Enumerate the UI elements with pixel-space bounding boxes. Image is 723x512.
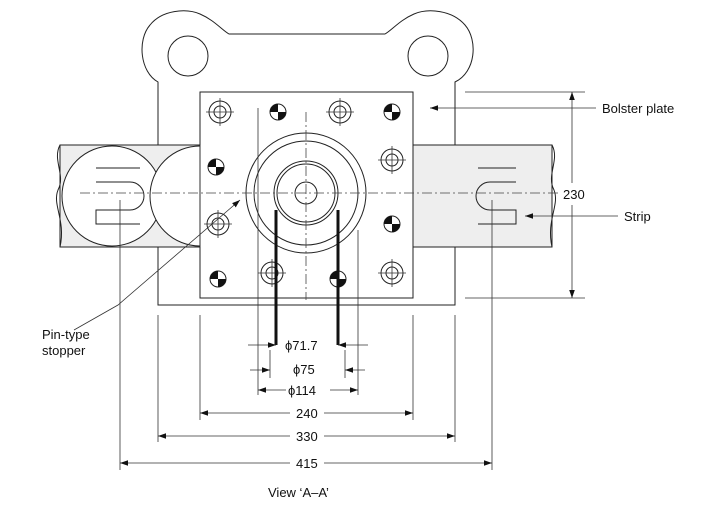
- strip-label: Strip: [624, 209, 651, 224]
- view-caption: View ‘A–A’: [268, 485, 329, 500]
- dim-240: 240: [296, 406, 318, 421]
- pin-stopper-label-line2: stopper: [42, 343, 86, 358]
- pin-stopper-label-line1: Pin-type: [42, 327, 90, 342]
- die-set-outline: [141, 10, 474, 306]
- dim-71-7: ϕ71.7: [285, 338, 318, 353]
- guide-post-hole-left: [167, 35, 209, 77]
- dim-230: 230: [563, 187, 585, 202]
- dowel-pins: [207, 103, 401, 288]
- dim-114: ϕ114: [288, 383, 316, 398]
- screws: [204, 98, 406, 287]
- dim-330: 330: [296, 429, 318, 444]
- dim-75: ϕ75: [293, 362, 315, 377]
- dimension-lines: [120, 92, 575, 466]
- guide-post-hole-right: [407, 35, 449, 77]
- bolster-plate-label: Bolster plate: [602, 101, 674, 116]
- die-plate: [199, 91, 414, 299]
- extension-lines: [119, 91, 585, 470]
- dim-415: 415: [296, 456, 318, 471]
- pin-stopper-leader: [73, 199, 241, 331]
